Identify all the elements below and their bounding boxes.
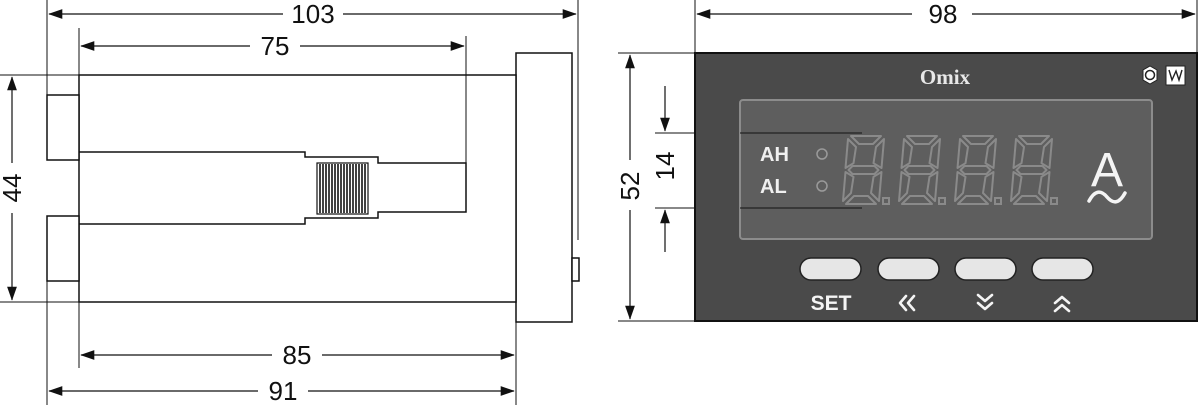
ac-wave-icon <box>1087 190 1127 204</box>
double-chevron-up-icon <box>1053 295 1071 313</box>
indicator-label-ah: AH <box>760 144 789 166</box>
up-button[interactable] <box>1031 257 1094 281</box>
certification-mark-icon <box>1142 65 1158 85</box>
terminal-block-bottom <box>46 215 80 282</box>
digit-2 <box>898 135 946 205</box>
dim-label-75: 75 <box>261 31 290 61</box>
indicator-led-al <box>816 180 828 192</box>
dim-label-52: 52 <box>615 172 645 201</box>
mounting-clip <box>79 151 467 225</box>
left-button[interactable] <box>877 257 940 281</box>
unit-symbol: A <box>1091 144 1123 197</box>
dim-label-85: 85 <box>283 340 312 370</box>
down-button[interactable] <box>954 257 1017 281</box>
set-button-label: SET <box>811 292 852 315</box>
indicator-led-ah <box>816 148 828 160</box>
dim-label-44: 44 <box>0 174 27 203</box>
side-nub <box>571 257 580 282</box>
double-chevron-left-icon <box>898 294 916 312</box>
seven-segment-display <box>842 135 1058 205</box>
digit-1 <box>842 135 890 205</box>
digit-4 <box>1010 135 1058 205</box>
front-view: Omix AH AL A SET <box>618 0 1198 322</box>
knurled-grip <box>316 162 369 215</box>
dim-label-91: 91 <box>269 376 298 405</box>
side-view <box>0 0 580 405</box>
side-body <box>78 74 517 303</box>
dim-label-14: 14 <box>650 152 680 181</box>
brand-logo: Omix <box>920 65 971 89</box>
metrology-mark-icon <box>1165 65 1186 86</box>
indicator-label-al: AL <box>760 176 787 198</box>
double-chevron-down-icon <box>976 293 994 311</box>
display-window <box>739 99 1153 240</box>
digit-3 <box>954 135 1002 205</box>
dim-label-98: 98 <box>929 0 958 29</box>
dim-label-103: 103 <box>291 0 334 29</box>
side-bezel <box>515 52 573 323</box>
terminal-block-top <box>46 94 80 161</box>
set-button[interactable] <box>799 257 862 281</box>
